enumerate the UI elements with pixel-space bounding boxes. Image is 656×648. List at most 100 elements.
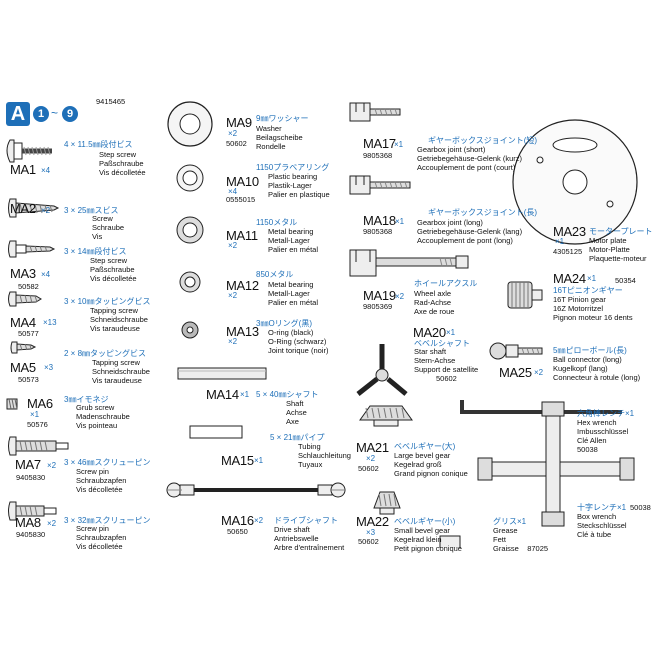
- ma3-code: MA3: [10, 266, 36, 281]
- step-end-badge: 9: [62, 106, 78, 122]
- ma6-drawing: [6, 398, 18, 410]
- ma23-qty: ×1: [555, 237, 565, 246]
- ma7-number: 9405830: [16, 473, 46, 482]
- ma25-code: MA25: [499, 365, 532, 380]
- ma24-qty: ×1: [587, 274, 597, 283]
- ma10-qty: ×4: [228, 187, 238, 196]
- ma19-number: 9805369: [363, 302, 393, 311]
- box-wrench-drawing: [477, 401, 635, 527]
- ma2-code: MA2: [10, 201, 36, 216]
- ma22-drawing: [373, 491, 401, 515]
- ma17-drawing: [349, 102, 401, 122]
- ma17-qty: ×1: [394, 140, 404, 149]
- ma8-number: 9405830: [16, 530, 46, 539]
- ma25-drawing: [489, 342, 543, 360]
- ma10-number: 0555015: [226, 195, 256, 204]
- ma4-drawing: [8, 291, 42, 307]
- ma6-ja: 3㎜イモネジ: [64, 395, 109, 404]
- ma22-qty: ×3: [366, 528, 376, 537]
- ma6-number: 50576: [27, 420, 48, 429]
- ma1-ja: 4 × 11.5㎜段付ビス: [64, 140, 133, 149]
- ma7-code: MA7: [15, 457, 41, 472]
- ma20-code: MA20: [413, 325, 446, 340]
- ma24-code: MA24: [553, 271, 586, 286]
- step-start-badge: 1: [33, 106, 49, 122]
- ma21-number: 50602: [358, 464, 379, 473]
- ma24-number: 50354: [615, 276, 636, 285]
- hex-wrench-ja: 六角棒レンチ×1: [577, 409, 635, 418]
- box-wrench-number: 50038: [630, 503, 651, 512]
- hex-wrench-drawing: [460, 400, 622, 414]
- ma9-number: 50602: [226, 139, 247, 148]
- ma23-ja: モータープレート: [589, 227, 653, 236]
- ma16-code: MA16: [221, 513, 254, 528]
- ma20-ja: ベベルシャフト: [414, 339, 470, 348]
- ma22-ja: ベベルギヤー(小): [394, 517, 456, 526]
- ma12-ja: 850メタル: [256, 270, 294, 279]
- ma23-code: MA23: [553, 224, 586, 239]
- ma9-qty: ×2: [228, 129, 238, 138]
- ma12-code: MA12: [226, 278, 259, 293]
- ma19-code: MA19: [363, 288, 396, 303]
- ma6-qty: ×1: [30, 410, 40, 419]
- ma15-qty: ×1: [254, 456, 264, 465]
- ma6-code: MA6: [27, 396, 53, 411]
- ma8-code: MA8: [15, 515, 41, 530]
- ma25-qty: ×2: [534, 368, 544, 377]
- ma1-code: MA1: [10, 162, 36, 177]
- ma18-drawing: [349, 175, 411, 195]
- ma2-drawing: [8, 198, 60, 218]
- ma10-drawing: [176, 164, 204, 192]
- ma11-drawing: [176, 216, 204, 244]
- ma3-number: 50582: [18, 282, 39, 291]
- ma16-drawing: [166, 482, 346, 498]
- ma19-drawing: [349, 249, 469, 277]
- ma18-code: MA18: [363, 213, 396, 228]
- ma7-drawing: [8, 436, 69, 456]
- ma21-qty: ×2: [366, 454, 376, 463]
- ma1-qty: ×4: [41, 166, 51, 175]
- ma15-ja: 5 × 21㎜パイプ: [270, 433, 325, 442]
- ma5-ja: 2 × 8㎜タッピングビス: [64, 349, 147, 358]
- ma5-number: 50573: [18, 375, 39, 384]
- ma3-qty: ×4: [41, 270, 51, 279]
- ma5-code: MA5: [10, 360, 36, 375]
- ma17-ja: ギヤーボックスジョイント(短): [428, 136, 538, 145]
- header-code: 9415465: [96, 97, 126, 106]
- ma17-number: 9805368: [363, 151, 393, 160]
- grease-drawing: [439, 535, 461, 548]
- ma21-ja: ベベルギヤー(大): [394, 442, 456, 451]
- ma22-code: MA22: [356, 514, 389, 529]
- ma15-drawing: [189, 425, 243, 439]
- ma20-number: 50602: [436, 374, 457, 383]
- ma24-ja: 16Tピニオンギヤー: [553, 286, 623, 295]
- ma16-number: 50650: [227, 527, 248, 536]
- ma19-qty: ×2: [395, 292, 405, 301]
- ma3-drawing: [8, 240, 56, 258]
- ma5-drawing: [10, 341, 37, 354]
- ma9-drawing: [167, 101, 213, 147]
- ma18-number: 9805368: [363, 227, 393, 236]
- ma17-code: MA17: [363, 136, 396, 151]
- ma14-drawing: [177, 367, 267, 380]
- ma24-drawing: [507, 281, 543, 309]
- ma3-ja: 3 × 14㎜段付ビス: [64, 247, 127, 256]
- ma12-drawing: [179, 271, 201, 293]
- ma23-drawing: [512, 119, 638, 245]
- ma8-ja: 3 × 32㎜スクリューピン: [64, 516, 151, 525]
